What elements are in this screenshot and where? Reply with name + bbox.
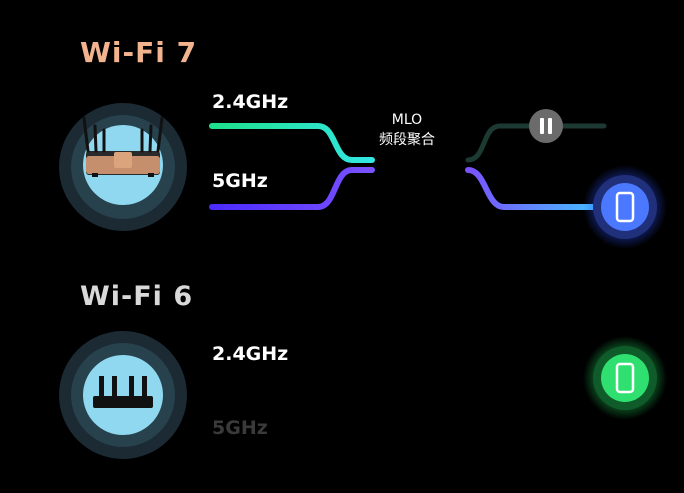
wifi6-router-icon xyxy=(59,331,187,459)
wifi6-phone-icon xyxy=(583,336,667,420)
wifi7-title: Wi-Fi 7 xyxy=(80,36,198,69)
wifi7-band-5-label: 5GHz xyxy=(212,170,268,192)
mlo-label: MLO 频段聚合 xyxy=(362,110,452,150)
mlo-label-line1: MLO xyxy=(391,112,423,128)
wifi7-band-24-label: 2.4GHz xyxy=(212,91,289,113)
mlo-label-line2: 频段聚合 xyxy=(379,132,435,148)
pause-icon xyxy=(529,109,563,143)
wifi6-band-24-label: 2.4GHz xyxy=(212,343,289,365)
wifi6-title: Wi-Fi 6 xyxy=(80,281,194,312)
wifi7-phone-icon xyxy=(583,165,667,249)
wifi7-links xyxy=(209,123,613,210)
wifi6-band-5-label: 5GHz xyxy=(212,417,268,439)
wifi6-links xyxy=(209,375,627,452)
wifi7-router-icon xyxy=(59,103,187,231)
